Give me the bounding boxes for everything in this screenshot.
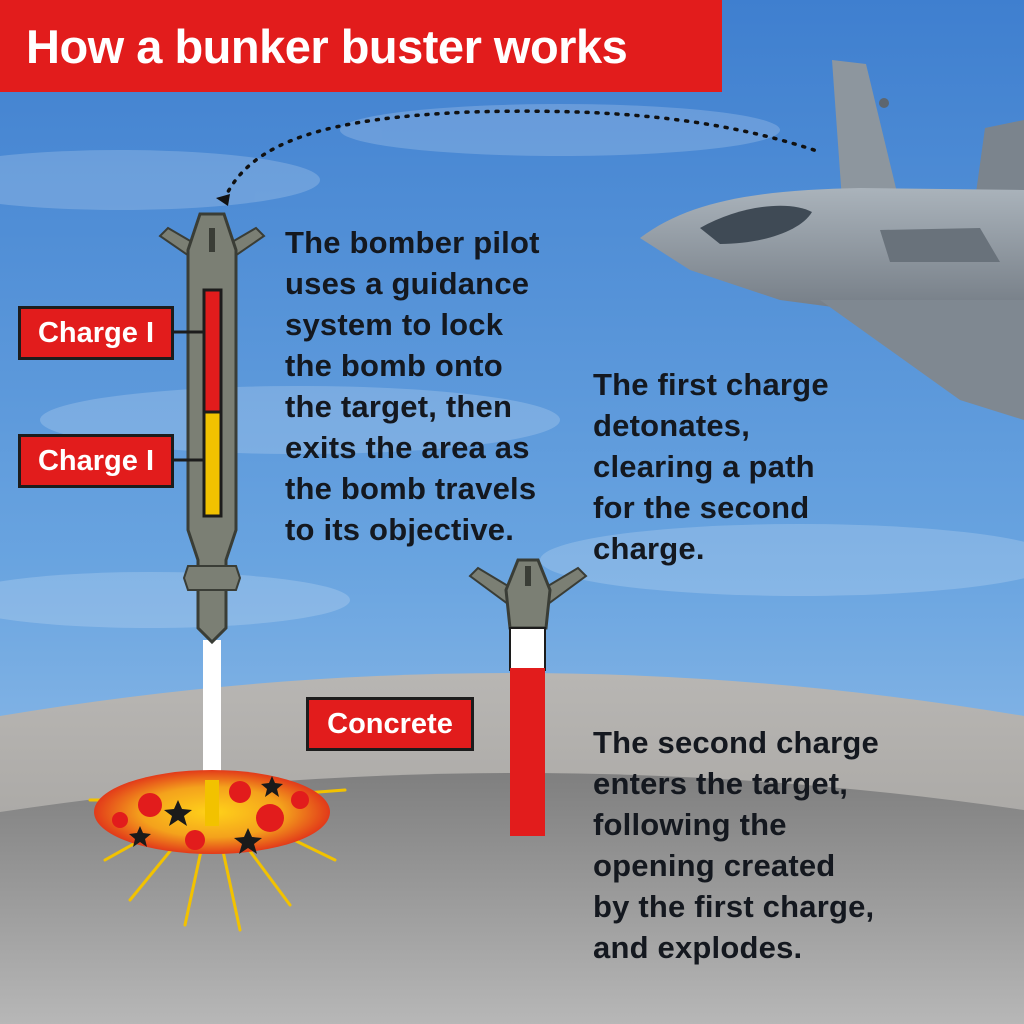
charge-upper-segment (202, 288, 223, 414)
second-charge-segment (510, 668, 545, 836)
concrete-label: Concrete (306, 697, 474, 751)
bomb-icon (158, 212, 266, 790)
second-charge-bomb-icon (468, 558, 588, 836)
second-charge-caption: The second charge enters the target, fol… (593, 725, 879, 965)
fighter-jet-icon (640, 60, 1024, 420)
flight-path (222, 109, 822, 202)
flight-path-arrow-icon (216, 194, 230, 206)
first-charge-caption: The first charge detonates, clearing a p… (593, 367, 829, 566)
charge-lower-label: Charge I (18, 434, 174, 488)
page-title: How a bunker buster works (26, 19, 628, 73)
clouds (0, 104, 1024, 628)
guidance-caption: The bomber pilot uses a guidance system … (285, 225, 540, 547)
title-banner: How a bunker buster works (0, 0, 722, 92)
charge-lower-segment (202, 410, 223, 518)
charge-upper-label: Charge I (18, 306, 174, 360)
explosion-icon (88, 770, 347, 932)
